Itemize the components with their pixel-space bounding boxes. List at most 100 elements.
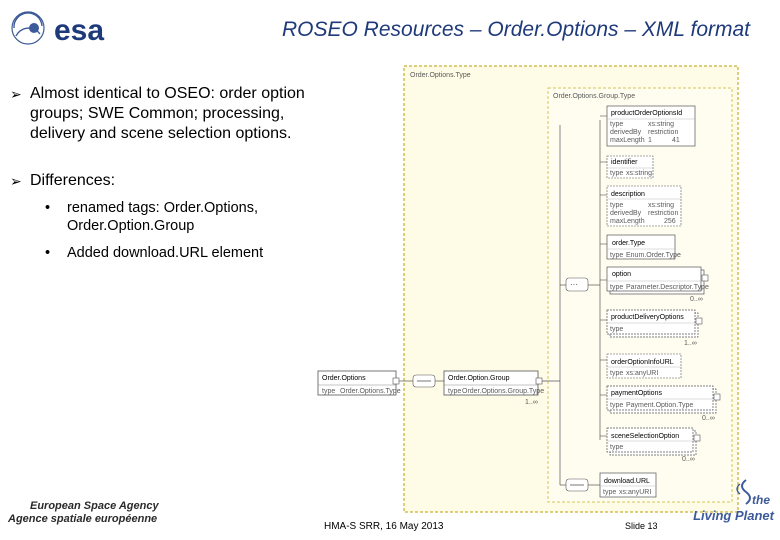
root-element-name: Order.Options — [322, 375, 366, 382]
sub-bullet-item: • renamed tags: Order.Options, Order.Opt… — [45, 199, 385, 237]
cardinality-label: 1..∞ — [684, 340, 697, 347]
slide-number: Slide 13 — [625, 521, 658, 531]
facet-label: type — [603, 489, 616, 496]
facet-value: xs:anyURI — [619, 489, 651, 496]
bullet-item: ➢ Almost identical to OSEO: order option… — [10, 84, 390, 148]
facet-value: 256 — [664, 218, 676, 225]
dot-bullet-icon: • — [45, 245, 51, 261]
schema-element-node[interactable]: identifier type xs:string — [600, 155, 654, 179]
root-element-node[interactable]: Order.Options type Order.Options.Type — [317, 370, 401, 396]
facet-label: type — [610, 170, 623, 177]
arrow-bullet-icon: ➢ — [10, 173, 22, 189]
dot-bullet-icon: • — [45, 200, 51, 216]
facet-label: type — [610, 202, 623, 209]
facet-value: Parameter.Descriptor.Type — [626, 284, 709, 291]
element-name: productOrderOptionsId — [611, 110, 682, 117]
facet-label: type — [610, 326, 623, 333]
facet-label: type — [610, 121, 623, 128]
schema-element-node[interactable]: download.URL type xs:anyURI — [599, 472, 657, 498]
sequence-compositor-icon — [565, 478, 589, 492]
sub-bullet-text: Added download.URL element — [67, 245, 264, 261]
facet-label: type — [610, 444, 623, 451]
facet-label: type — [610, 370, 623, 377]
footer-date: HMA-S SRR, 16 May 2013 — [324, 521, 444, 532]
element-name: productDeliveryOptions — [611, 314, 684, 321]
group-type-value: Order.Options.Group.Type — [462, 388, 544, 395]
expand-toggle-icon — [693, 434, 701, 442]
svg-text:···: ··· — [570, 280, 578, 289]
facet-value: Payment.Option.Type — [626, 402, 693, 409]
cardinality-label: 1..∞ — [525, 399, 538, 406]
element-name: option — [612, 271, 631, 278]
facet-value: restriction — [648, 210, 678, 217]
bullet-text: Almost identical to OSEO: order option g… — [30, 84, 305, 144]
schema-element-node[interactable]: productDeliveryOptions type 1..∞ — [600, 309, 703, 347]
facet-label: type — [610, 402, 623, 409]
living-planet-line1: the — [752, 493, 770, 507]
group-type-label-text: type — [448, 388, 461, 395]
choice-compositor-icon: ··· — [565, 277, 589, 292]
root-type-label: type — [322, 388, 335, 395]
bullet-text: Differences: — [30, 172, 116, 189]
bullet-line: groups; SWE Common; processing, — [30, 105, 285, 122]
agency-name-fr: Agence spatiale européenne — [8, 513, 158, 525]
bullet-item: ➢ Differences: — [10, 171, 390, 193]
element-name: download.URL — [604, 478, 650, 485]
cardinality-label: 0..∞ — [702, 415, 715, 422]
facet-label: derivedBy — [610, 210, 642, 217]
agency-wordmark: European Space Agency Agence spatiale eu… — [8, 500, 159, 532]
cardinality-label: 0..∞ — [682, 456, 695, 463]
schema-element-node[interactable]: order.Type type Enum.Order.Type — [600, 234, 681, 260]
schema-element-node[interactable]: orderOptionInfoURL type xs:anyURI — [600, 353, 682, 379]
living-planet-swirl-icon — [736, 479, 751, 505]
facet-label: derivedBy — [610, 129, 642, 136]
sub-bullet-line: Order.Option.Group — [67, 218, 195, 234]
schema-element-node[interactable]: productOrderOptionsId type xs:string der… — [600, 105, 696, 147]
facet-value: restriction — [648, 129, 678, 136]
bullet-line: delivery and scene selection options. — [30, 125, 292, 142]
facet-value: xs:anyURI — [626, 370, 658, 377]
facet-value: xs:string — [626, 170, 652, 177]
facet-label: maxLength — [610, 137, 645, 144]
esa-logo-text: esa — [54, 14, 104, 47]
group-name: Order.Option.Group — [448, 375, 510, 382]
schema-element-node[interactable]: option type Parameter.Descriptor.Type 0.… — [600, 266, 709, 303]
living-planet-line2: Living Planet — [693, 508, 775, 523]
facet-label: type — [610, 284, 623, 291]
facet-value: xs:string — [648, 121, 674, 128]
schema-element-node[interactable]: sceneSelectionOption type 0..∞ — [600, 427, 701, 463]
element-name: sceneSelectionOption — [611, 433, 679, 440]
facet-value: 1 — [648, 137, 652, 144]
sub-bullet-item: • Added download.URL element — [45, 244, 385, 264]
sequence-compositor-icon — [412, 374, 436, 388]
element-name: paymentOptions — [611, 390, 662, 397]
slide-title: ROSEO Resources – Order.Options – XML fo… — [281, 18, 750, 41]
group-type-label: Order.Options.Group.Type — [553, 93, 635, 100]
esa-logo: esa — [11, 11, 104, 47]
element-name: description — [611, 191, 645, 198]
element-name: identifier — [611, 159, 638, 166]
cardinality-label: 0..∞ — [690, 296, 703, 303]
element-name: orderOptionInfoURL — [611, 359, 674, 366]
facet-label: maxLength — [610, 218, 645, 225]
bullet-line: Almost identical to OSEO: order option — [30, 85, 305, 102]
element-name: order.Type — [612, 240, 645, 247]
living-planet-logo: the Living Planet — [693, 479, 775, 523]
group-node[interactable]: Order.Option.Group type Order.Options.Gr… — [443, 370, 544, 406]
expand-toggle-icon — [392, 377, 400, 385]
schema-element-node[interactable]: description type xs:string derivedBy res… — [600, 185, 682, 227]
root-type-value: Order.Options.Type — [340, 388, 401, 395]
facet-label: type — [610, 252, 623, 259]
facet-value: xs:string — [648, 202, 674, 209]
facet-value: Enum.Order.Type — [626, 252, 681, 259]
schema-element-node[interactable]: paymentOptions type Payment.Option.Type … — [600, 385, 721, 422]
outer-type-label: Order.Options.Type — [410, 72, 471, 79]
agency-name-en: European Space Agency — [30, 500, 159, 512]
facet-value: 41 — [672, 137, 680, 144]
esa-swoosh-icon — [11, 11, 45, 45]
sub-bullet-line: renamed tags: Order.Options, — [67, 200, 259, 216]
expand-toggle-icon — [701, 274, 709, 282]
expand-toggle-icon — [713, 393, 721, 401]
sub-bullet-text: renamed tags: Order.Options, Order.Optio… — [67, 199, 258, 235]
